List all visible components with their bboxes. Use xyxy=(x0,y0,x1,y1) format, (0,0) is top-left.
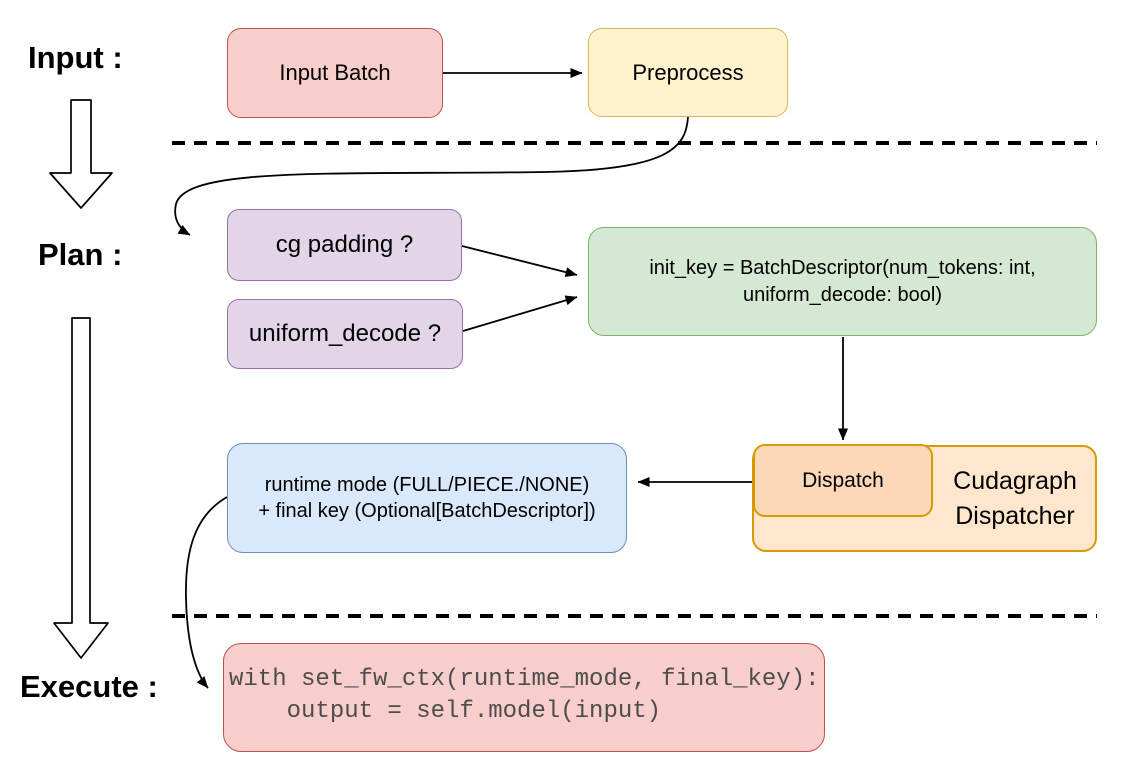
stage-label-input: Input : xyxy=(28,40,123,75)
node-init-key-line1: init_key = BatchDescriptor(num_tokens: i… xyxy=(649,257,1036,280)
stage-arrow-plan-to-execute xyxy=(53,317,109,659)
node-input-batch-label: Input Batch xyxy=(279,60,391,86)
node-uniform-decode-label: uniform_decode ? xyxy=(248,320,442,348)
stage-label-execute: Execute : xyxy=(20,669,158,704)
node-dispatch: Dispatch xyxy=(753,444,933,517)
node-execute-code: with set_fw_ctx(runtime_mode, final_key)… xyxy=(223,643,825,752)
node-init-key-line2: uniform_decode: bool) xyxy=(742,283,942,306)
arrow-runtimemode-to-executecode xyxy=(185,496,228,689)
arrow-uniformdecode-to-initkey xyxy=(462,295,578,332)
execute-code-text: with set_fw_ctx(runtime_mode, final_key)… xyxy=(229,666,820,725)
node-cudagraph-dispatcher-label: Cudagraph Dispatcher xyxy=(933,445,1097,552)
arrow-cgpadding-to-initkey xyxy=(461,245,578,278)
node-cg-padding: cg padding ? xyxy=(227,209,462,281)
node-uniform-decode: uniform_decode ? xyxy=(227,299,463,369)
node-cg-padding-label: cg padding ? xyxy=(275,231,414,259)
node-preprocess: Preprocess xyxy=(588,28,788,117)
stage-label-plan: Plan : xyxy=(38,237,123,272)
node-runtime-mode: runtime mode (FULL/PIECE./NONE) + final … xyxy=(227,443,627,553)
cudagraph-dispatcher-line2: Dispatcher xyxy=(955,501,1075,530)
node-init-key: init_key = BatchDescriptor(num_tokens: i… xyxy=(588,227,1097,336)
node-input-batch: Input Batch xyxy=(227,28,443,118)
node-preprocess-label: Preprocess xyxy=(632,59,744,85)
node-runtime-mode-line2: + final key (Optional[BatchDescriptor]) xyxy=(258,500,596,522)
node-runtime-mode-line1: runtime mode (FULL/PIECE./NONE) xyxy=(264,473,590,496)
node-dispatch-label: Dispatch xyxy=(802,468,884,492)
stage-arrow-input-to-plan xyxy=(49,99,113,209)
cudagraph-dispatcher-line1: Cudagraph xyxy=(953,467,1077,495)
